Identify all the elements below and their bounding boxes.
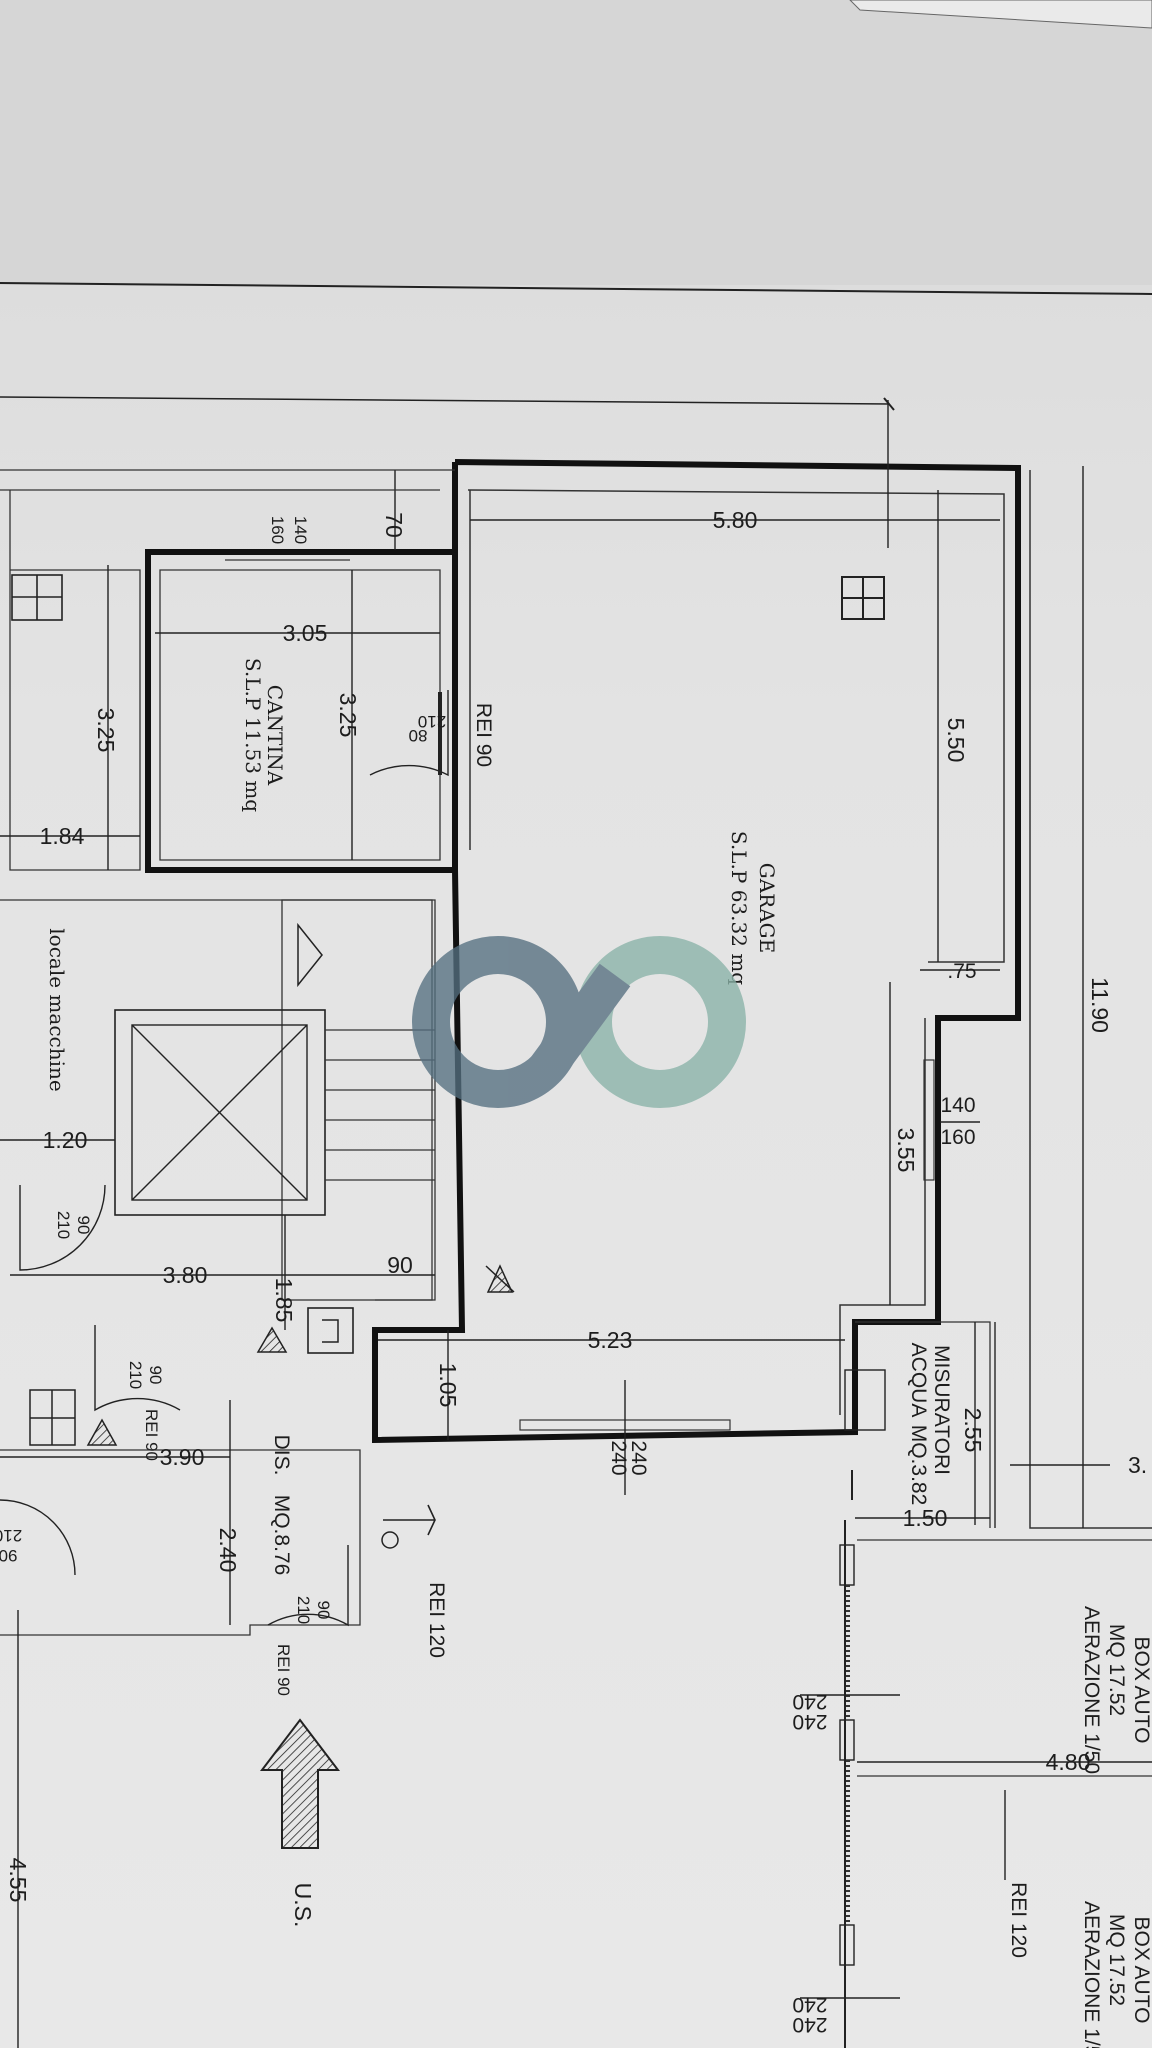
- box2-name: BOX AUTO: [1130, 1917, 1152, 2024]
- opening-240b: 240: [607, 1440, 630, 1475]
- dim-185: 1.85: [271, 1278, 297, 1323]
- dim-90: 90: [387, 1252, 413, 1278]
- door-dis: [267, 1545, 349, 1627]
- opening-210: 210: [418, 712, 446, 731]
- box1-aeration: AERAZIONE 1/50: [1080, 1606, 1103, 1774]
- stairwell: [281, 899, 433, 1301]
- opening-160-top: 160: [268, 516, 287, 544]
- dim-455: 4.55: [5, 1858, 31, 1903]
- garage-area: S.L.P 63.32 mq: [727, 831, 751, 985]
- dim-184: 1.84: [40, 823, 85, 849]
- dim-075: .75: [947, 960, 976, 983]
- door-partial: [0, 1499, 76, 1576]
- garage-name: GARAGE: [755, 863, 779, 954]
- cantina-name: CANTINA: [263, 685, 287, 786]
- dim-325b: 3.25: [335, 693, 361, 738]
- opening-140-top: 140: [291, 516, 310, 544]
- opening-240c: 240: [792, 1690, 827, 1713]
- dim-480: 4.80: [1046, 1749, 1091, 1775]
- cantina-area: S.L.P 11.53 mq: [241, 658, 265, 812]
- dim-380: 3.80: [163, 1262, 208, 1288]
- dim-305: 3.05: [283, 620, 328, 646]
- dim-580: 5.80: [713, 507, 758, 533]
- locale-macchine: locale macchine: [45, 928, 69, 1091]
- box2-area: MQ 17.52: [1105, 1914, 1128, 2006]
- cantina-door: [369, 690, 449, 777]
- opening-partial-90: 90: [0, 1546, 17, 1565]
- rei90-door: REI 90: [142, 1409, 161, 1461]
- dim-120: 1.20: [43, 1127, 88, 1153]
- opening-90c: 90: [314, 1601, 333, 1620]
- top-dimension-line: [0, 396, 891, 405]
- rei90-dis: REI 90: [274, 1644, 293, 1696]
- cantina-outline: [145, 549, 458, 873]
- dim-325a: 3.25: [93, 708, 119, 753]
- box2-aeration: AERAZIONE 1/50: [1080, 1901, 1103, 2048]
- opening-90a: 90: [74, 1216, 93, 1235]
- dim-105: 1.05: [435, 1363, 461, 1408]
- stair-treads: [325, 1029, 435, 1181]
- hydrant-icon: [381, 1531, 399, 1549]
- background-sheet: [0, 0, 1152, 285]
- logo-watermark-icon: [412, 936, 746, 1108]
- dim-1190: 11.90: [1087, 977, 1113, 1033]
- opening-90b: 90: [146, 1366, 165, 1385]
- dim-550: 5.50: [943, 718, 969, 763]
- dim-150: 1.50: [903, 1505, 948, 1531]
- meter-icon: [844, 1369, 886, 1431]
- opening-240f: 240: [792, 2013, 827, 2036]
- misuratori-name: MISURATORI: [930, 1345, 953, 1475]
- dis-area: MQ.8.76: [270, 1495, 293, 1576]
- dim-523: 5.23: [588, 1327, 633, 1353]
- corner-sheet: [849, 0, 1152, 29]
- opening-240d: 240: [792, 1710, 827, 1733]
- stair-arrow-icon: [297, 922, 323, 988]
- opening-160: 160: [940, 1126, 975, 1149]
- misuratori-sub: ACQUA: [907, 1343, 930, 1418]
- box1-name: BOX AUTO: [1130, 1637, 1152, 1744]
- rei120-a: REI 120: [425, 1582, 448, 1658]
- opening-210c: 210: [294, 1596, 313, 1624]
- opening-partial-210: 210: [0, 1526, 22, 1545]
- door-locale: [19, 1184, 106, 1271]
- level-marker-icon-2: [256, 1326, 288, 1353]
- misuratori-area: MQ.3.82: [907, 1425, 930, 1506]
- sheet-border-line: [0, 282, 1152, 295]
- opening-240a: 240: [627, 1440, 650, 1475]
- dis-name: DIS.: [270, 1435, 293, 1476]
- opening-210a: 210: [54, 1211, 73, 1239]
- rei120-b: REI 120: [1007, 1882, 1030, 1958]
- rei90-garage: REI 90: [472, 703, 495, 767]
- level-marker-icon-3: [86, 1418, 118, 1446]
- dim-70: 70: [381, 512, 407, 538]
- dim-240: 2.40: [215, 1528, 241, 1573]
- electrical-box-icon: [307, 1307, 354, 1354]
- elevator-shaft: [114, 1009, 326, 1216]
- garage-outline: [372, 459, 1021, 1444]
- opening-240e: 240: [792, 1993, 827, 2016]
- dim-3x: 3.: [1128, 1452, 1147, 1478]
- dim-355: 3.55: [893, 1128, 919, 1173]
- opening-140: 140: [940, 1094, 975, 1117]
- dim-390: 3.90: [160, 1444, 205, 1470]
- dim-255: 2.55: [960, 1408, 986, 1453]
- opening-80: 80: [409, 726, 428, 745]
- opening-210b: 210: [126, 1361, 145, 1389]
- exit-arrow-icon: [259, 1718, 341, 1849]
- door-rei90: [94, 1325, 181, 1412]
- box1-area: MQ 17.52: [1105, 1624, 1128, 1716]
- us-label: U.S.: [290, 1883, 316, 1928]
